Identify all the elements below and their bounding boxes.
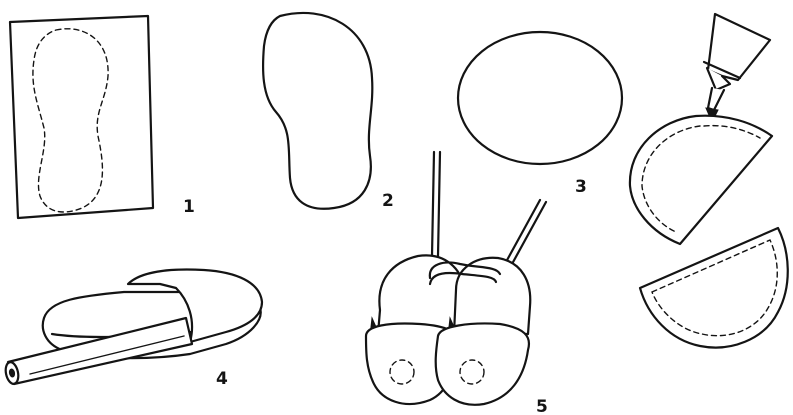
glue-tube-illustration [630,14,788,348]
step-5-number: 5 [536,397,548,415]
step-4-slipper-on-stick [4,270,262,385]
step-5-finished-slippers [366,152,546,405]
step-4-number: 4 [216,369,228,389]
step-1-pattern-sheet [10,16,153,218]
step-3-number: 3 [575,177,587,197]
step-2-cut-sole [263,13,372,209]
step-3-oval-piece [458,32,622,164]
step-2-number: 2 [382,191,394,211]
step-1-number: 1 [183,197,195,217]
